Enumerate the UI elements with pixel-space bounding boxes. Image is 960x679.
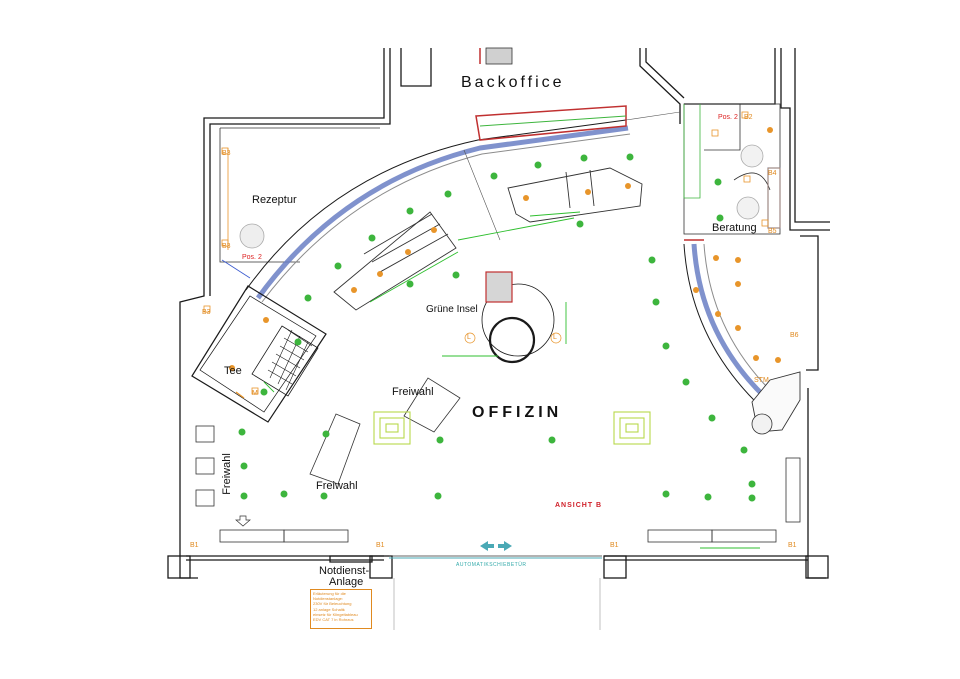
divider-line-2 bbox=[625, 111, 681, 121]
marker-b2: B2 bbox=[744, 114, 753, 121]
tee-unit bbox=[191, 285, 327, 423]
curved-back-shelf bbox=[245, 105, 631, 303]
marker-b3-b: B3 bbox=[222, 243, 231, 250]
marker-b1-a: B1 bbox=[190, 542, 199, 549]
beratung-room bbox=[683, 103, 781, 235]
backoffice-door bbox=[479, 47, 513, 65]
dimension-lines bbox=[263, 211, 760, 549]
down-arrow-icon bbox=[235, 515, 251, 527]
right-curved-shelf bbox=[683, 239, 801, 435]
room-label-gruene-insel: Grüne Insel bbox=[426, 304, 478, 315]
note-line: Erläuterung für die bbox=[313, 591, 346, 596]
notdienst-note-box: Erläuterung für die Notdienstanlage: 230… bbox=[310, 589, 372, 629]
marker-b4: B4 bbox=[768, 170, 777, 177]
door-label: AUTOMATIKSCHIEBETÜR bbox=[456, 562, 527, 568]
note-line: 230V für Beleuchtung bbox=[313, 601, 352, 607]
marker-b5: B5 bbox=[768, 228, 777, 235]
pos-marker-left: Pos. 2 bbox=[242, 254, 262, 261]
display-islands bbox=[373, 411, 651, 445]
room-label-freiwahl-2: Freiwahl bbox=[316, 480, 358, 492]
marker-b6: B6 bbox=[790, 332, 799, 339]
room-label-tee: Tee bbox=[224, 365, 242, 377]
freiwahl-boxes bbox=[195, 425, 215, 507]
marker-b1-d: B1 bbox=[788, 542, 797, 549]
marker-b3-a: B3 bbox=[222, 150, 231, 157]
note-line: EDV CAT 7 in Rohrzus bbox=[313, 617, 354, 623]
orange-lights bbox=[229, 127, 781, 371]
note-line: einsetz für Klingeltableau bbox=[313, 611, 358, 617]
green-lights bbox=[238, 153, 756, 502]
door-arrows-icon bbox=[480, 541, 512, 551]
room-label-freiwahl-1: Freiwahl bbox=[392, 386, 434, 398]
gruene-insel bbox=[464, 271, 562, 364]
room-label-rezeptur: Rezeptur bbox=[252, 194, 297, 206]
room-label-backoffice: Backoffice bbox=[461, 74, 565, 91]
pos-marker-right: Pos. 2 bbox=[718, 114, 738, 121]
marker-l-right: L bbox=[553, 334, 557, 341]
marker-b3-c: B3 bbox=[202, 309, 211, 316]
ansicht-label: ANSICHT B bbox=[555, 502, 603, 509]
marker-b1-c: B1 bbox=[610, 542, 619, 549]
divider-line bbox=[463, 149, 501, 241]
room-label-offizin: OFFIZIN bbox=[472, 404, 563, 421]
orange-receptacles bbox=[203, 111, 769, 395]
center-counters bbox=[333, 167, 643, 311]
bottom-shelves bbox=[219, 457, 801, 543]
note-line: Notdienstanlage: bbox=[313, 596, 344, 602]
marker-b1-b: B1 bbox=[376, 542, 385, 549]
room-label-beratung: Beratung bbox=[712, 222, 757, 234]
rezeptur-room bbox=[219, 127, 380, 279]
room-label-freiwahl-vertical: Freiwahl bbox=[220, 453, 233, 495]
marker-l-left: L bbox=[467, 334, 471, 341]
notdienst-line-1: Notdienst- bbox=[319, 565, 370, 577]
notdienst-line-2: Anlage bbox=[329, 576, 364, 588]
marker-stm: STM bbox=[754, 377, 769, 384]
marker-m: M bbox=[252, 390, 258, 397]
freiwahl-tables bbox=[309, 377, 461, 485]
note-line: 12 anlage Schaltk bbox=[313, 606, 345, 612]
walls bbox=[167, 48, 830, 630]
room-label-notdienst: Notdienst- Anlage bbox=[319, 566, 369, 588]
